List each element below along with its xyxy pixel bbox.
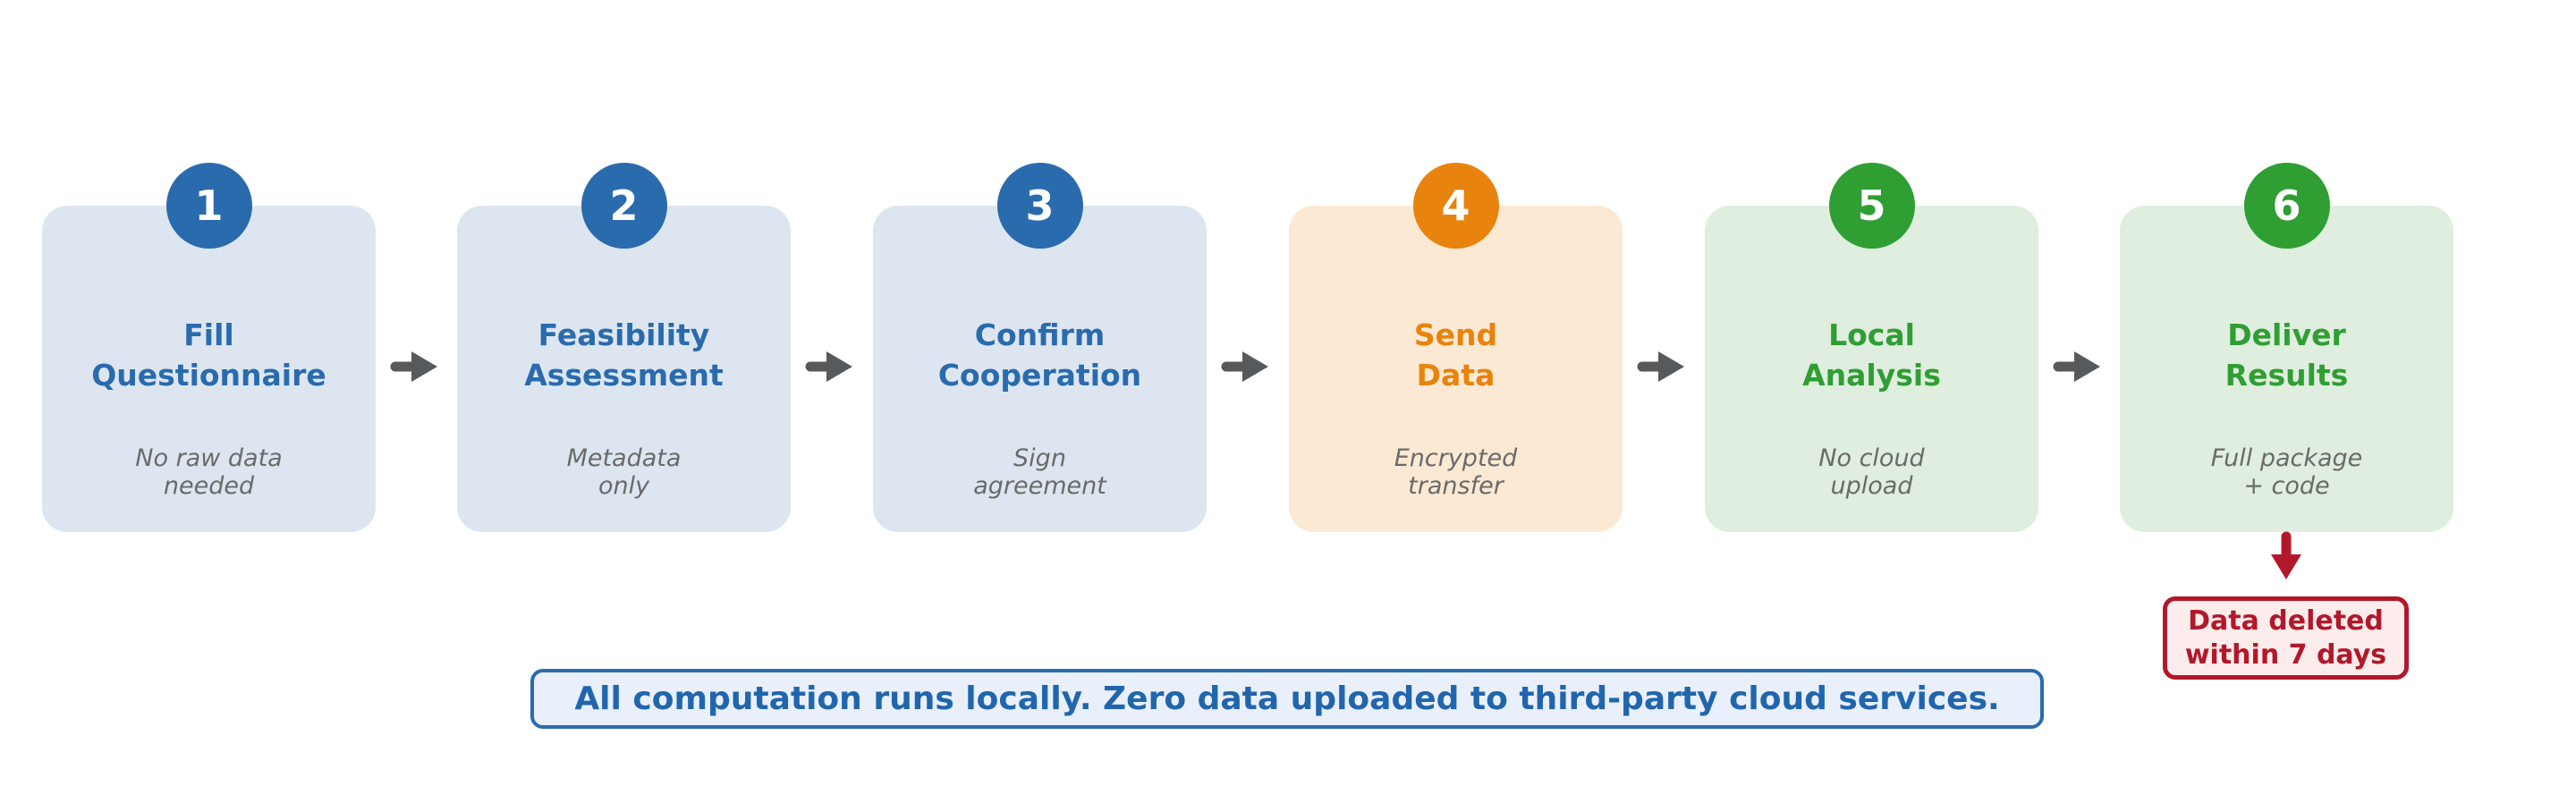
step-number: 2 xyxy=(609,182,639,230)
process-step-4: 4 Send Data Encrypted transfer xyxy=(1289,163,1623,538)
flow-arrow-icon xyxy=(805,351,852,382)
process-step-1: 1 Fill Questionnaire No raw data needed xyxy=(42,163,376,538)
step-title: Feasibility Assessment xyxy=(524,317,724,393)
process-step-2: 2 Feasibility Assessment Metadata only xyxy=(457,163,791,538)
step-subtitle: Metadata only xyxy=(566,444,682,500)
step-number-badge: 5 xyxy=(1828,163,1915,249)
step-subtitle: Sign agreement xyxy=(973,444,1106,500)
deletion-arrow-icon xyxy=(2271,531,2301,579)
deletion-note: Data deleted within 7 days xyxy=(2163,596,2409,680)
step-number: 3 xyxy=(1025,182,1055,230)
process-step-6: 6 Deliver Results Full package + code xyxy=(2120,163,2453,538)
process-step-5: 5 Local Analysis No cloud upload xyxy=(1705,163,2038,538)
flow-arrow-icon xyxy=(2053,351,2100,382)
flow-arrow-icon xyxy=(1221,351,1268,382)
step-number: 1 xyxy=(194,182,224,230)
banner-text: All computation runs locally. Zero data … xyxy=(574,680,2000,717)
step-box xyxy=(457,206,791,532)
deletion-note-text: Data deleted within 7 days xyxy=(2184,604,2387,671)
step-subtitle: Encrypted transfer xyxy=(1394,444,1518,500)
flow-arrow-icon xyxy=(390,351,437,382)
step-box xyxy=(873,206,1207,532)
step-box xyxy=(1289,206,1623,532)
step-title: Deliver Results xyxy=(2224,317,2349,393)
step-box xyxy=(1705,206,2038,532)
step-number-badge: 6 xyxy=(2243,163,2330,249)
local-computation-banner: All computation runs locally. Zero data … xyxy=(530,669,2044,729)
step-number-badge: 4 xyxy=(1412,163,1499,249)
step-number: 5 xyxy=(1857,182,1886,230)
step-subtitle: No raw data needed xyxy=(135,444,283,500)
step-box xyxy=(42,206,376,532)
process-step-3: 3 Confirm Cooperation Sign agreement xyxy=(873,163,1207,538)
step-number: 6 xyxy=(2272,182,2301,230)
step-number-badge: 3 xyxy=(996,163,1083,249)
step-subtitle: No cloud upload xyxy=(1818,444,1925,500)
step-title: Send Data xyxy=(1413,317,1498,393)
flow-arrow-icon xyxy=(1637,351,1684,382)
step-subtitle: Full package + code xyxy=(2210,444,2363,500)
step-title: Fill Questionnaire xyxy=(91,317,326,393)
step-number-badge: 1 xyxy=(165,163,252,249)
step-number-badge: 2 xyxy=(580,163,667,249)
step-number: 4 xyxy=(1441,182,1470,230)
step-box xyxy=(2120,206,2453,532)
step-title: Confirm Cooperation xyxy=(937,317,1142,393)
step-title: Local Analysis xyxy=(1802,317,1941,393)
